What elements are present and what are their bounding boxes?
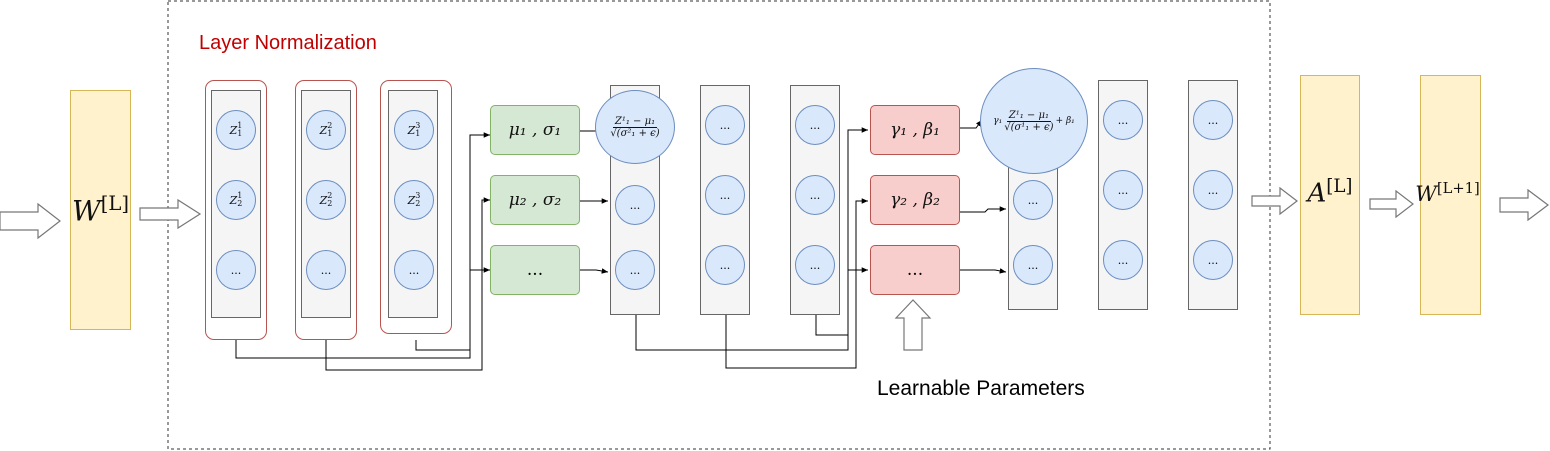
block-arrow-learnable-up (894, 299, 932, 351)
node-out-col2-row2: ... (1103, 170, 1143, 210)
param-box-2: γ₂ , β₂ (870, 175, 960, 225)
input-column-outline-1 (205, 80, 267, 340)
node-out-col3-row1: ... (1193, 100, 1233, 140)
connector-norm3-bottom (815, 315, 848, 336)
connector-norm1-bottom (635, 127, 868, 351)
block-arrow-to-a (1251, 186, 1298, 216)
diagram-title: Layer Normalization (199, 32, 377, 54)
param-box-3: ... (870, 245, 960, 295)
param-box-1: γ₁ , β₁ (870, 105, 960, 155)
node-out-col1-row2: ... (1013, 180, 1053, 220)
input-column-outline-2 (295, 80, 357, 340)
node-out-col3-row2: ... (1193, 170, 1233, 210)
stat-box-3: ... (490, 245, 580, 295)
learnable-parameters-caption: Learnable Parameters (877, 377, 1085, 400)
input-column-outline-3 (380, 80, 452, 334)
connector-norm2-bottom (725, 198, 868, 369)
stat-box-1: μ₁ , σ₁ (490, 105, 580, 155)
normalization-formula-bubble: Z¹₁ − μ₁√(σ²₁ + ϵ) (595, 90, 675, 164)
connector-col1-bottom (235, 132, 490, 359)
connector-param2 (960, 206, 1006, 213)
node-norm-col3-row3: ... (795, 245, 835, 285)
node-norm-col3-row2: ... (795, 175, 835, 215)
weight-block-w-l-plus-1: W[L+1] (1415, 75, 1481, 315)
node-out-col2-row3: ... (1103, 240, 1143, 280)
connector-param3 (960, 268, 1007, 274)
node-out-col2-row1: ... (1103, 100, 1143, 140)
node-ellipsis-col3: ... (394, 250, 434, 290)
node-norm-col2-row2: ... (705, 175, 745, 215)
activation-block-a-l: A[L] (1300, 75, 1360, 315)
block-arrow-a-to-w (1369, 189, 1414, 219)
weight-block-w-l: W[L] (70, 90, 131, 330)
affine-formula-bubble: γ₁ Z¹₁ − μ₁√(σ¹₁ + ϵ) + β₁ (980, 68, 1088, 174)
node-norm-col3-row1: ... (795, 105, 835, 145)
node-norm-col1-row2: ... (615, 185, 655, 225)
stat-box-2: μ₂ , σ₂ (490, 175, 580, 225)
block-arrow-output (1499, 188, 1549, 222)
connector-col3-bottom (415, 340, 470, 351)
node-norm-col2-row1: ... (705, 105, 745, 145)
node-norm-col2-row3: ... (705, 245, 745, 285)
node-ellipsis-col1: ... (216, 250, 256, 290)
node-out-col1-row3: ... (1013, 245, 1053, 285)
connector-stat3 (580, 268, 609, 274)
connector-col2-bottom (325, 197, 490, 371)
block-arrow-w-to-frame (139, 198, 202, 230)
node-out-col3-row3: ... (1193, 240, 1233, 280)
node-ellipsis-col2: ... (306, 250, 346, 290)
layer-norm-frame (167, 0, 1271, 450)
block-arrow-input (0, 202, 61, 240)
connector-param1 (960, 119, 983, 129)
node-norm-col1-row3: ... (615, 250, 655, 290)
